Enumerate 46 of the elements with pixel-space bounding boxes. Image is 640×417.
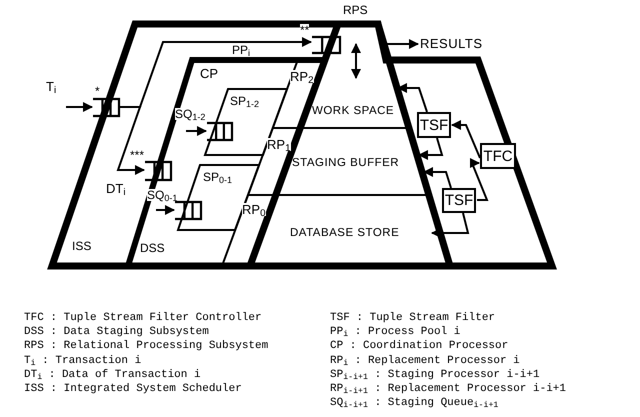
arrow bbox=[116, 106, 145, 175]
queue-label: SQ$_{0-1}$ bbox=[147, 189, 178, 201]
arrow bbox=[423, 167, 452, 188]
filter-box: TFC bbox=[480, 143, 516, 169]
region-label: SP$_{0-1}$ bbox=[203, 171, 232, 183]
glossary-entry: PP$_{i}$ : Process Pool i bbox=[330, 327, 460, 338]
arrow bbox=[397, 83, 428, 112]
glossary-entry: RP$_{i}$ : Replacement Processor i bbox=[330, 356, 520, 367]
glossary-entry: RP$_{i-i+1}$ : Replacement Processor i-i+1 bbox=[330, 384, 566, 395]
arrow bbox=[431, 212, 470, 238]
layer-label: STAGING BUFFER bbox=[292, 158, 400, 170]
filter-box: TSF bbox=[442, 188, 476, 213]
arrow bbox=[470, 158, 488, 201]
glossary-entry: ISS : Integrated System Scheduler bbox=[24, 384, 242, 395]
edge-label: DT$_{i}$ bbox=[106, 182, 126, 195]
edge-label: PP$_{i}$ bbox=[232, 44, 250, 56]
region-label: RP$_{0}$ bbox=[242, 203, 266, 216]
region-label: CP bbox=[200, 67, 218, 80]
region-label: RP$_{2}$ bbox=[290, 70, 314, 83]
glossary-entry: RPS : Relational Processing Subsystem bbox=[24, 341, 268, 352]
region-label: DSS bbox=[140, 242, 165, 254]
filter-box: TSF bbox=[417, 112, 451, 138]
glossary-entry: DSS : Data Staging Subsystem bbox=[24, 327, 209, 338]
arrow bbox=[186, 126, 207, 136]
glossary-entry: TSF : Tuple Stream Filter bbox=[330, 313, 496, 324]
region-label: RPS bbox=[343, 4, 368, 16]
region-label: ISS bbox=[72, 240, 92, 252]
arrow bbox=[351, 43, 361, 79]
glossary-entry: TFC : Tuple Stream Filter Controller bbox=[24, 313, 262, 324]
glossary-entry: SQ$_{i-i+1}$ : Staging Queue$_{i-i+1}$ bbox=[330, 398, 498, 410]
output-label: RESULTS bbox=[420, 37, 482, 50]
arrow bbox=[384, 39, 419, 49]
layer-label: DATABASE STORE bbox=[290, 228, 400, 240]
glossary-entry: T$_{i}$ : Transaction i bbox=[24, 356, 142, 367]
glossary-entry: SP$_{i-i+1}$ : Staging Processor i-i+1 bbox=[330, 370, 540, 381]
arrow bbox=[418, 138, 444, 160]
queue-label: SQ$_{1-2}$ bbox=[175, 108, 206, 120]
region-label: SP$_{1-2}$ bbox=[230, 95, 260, 107]
glossary-entry: DT$_{i}$ : Data of Transaction i bbox=[24, 370, 201, 381]
region-label: RP$_{1}$ bbox=[267, 138, 290, 151]
arrow bbox=[451, 120, 481, 158]
layer-label: WORK SPACE bbox=[312, 106, 394, 118]
arrow bbox=[66, 102, 93, 112]
arrow bbox=[156, 205, 175, 215]
edge-label: T$_{i}$ bbox=[46, 80, 56, 93]
glossary-entry: CP : Coordination Processor bbox=[330, 341, 508, 352]
